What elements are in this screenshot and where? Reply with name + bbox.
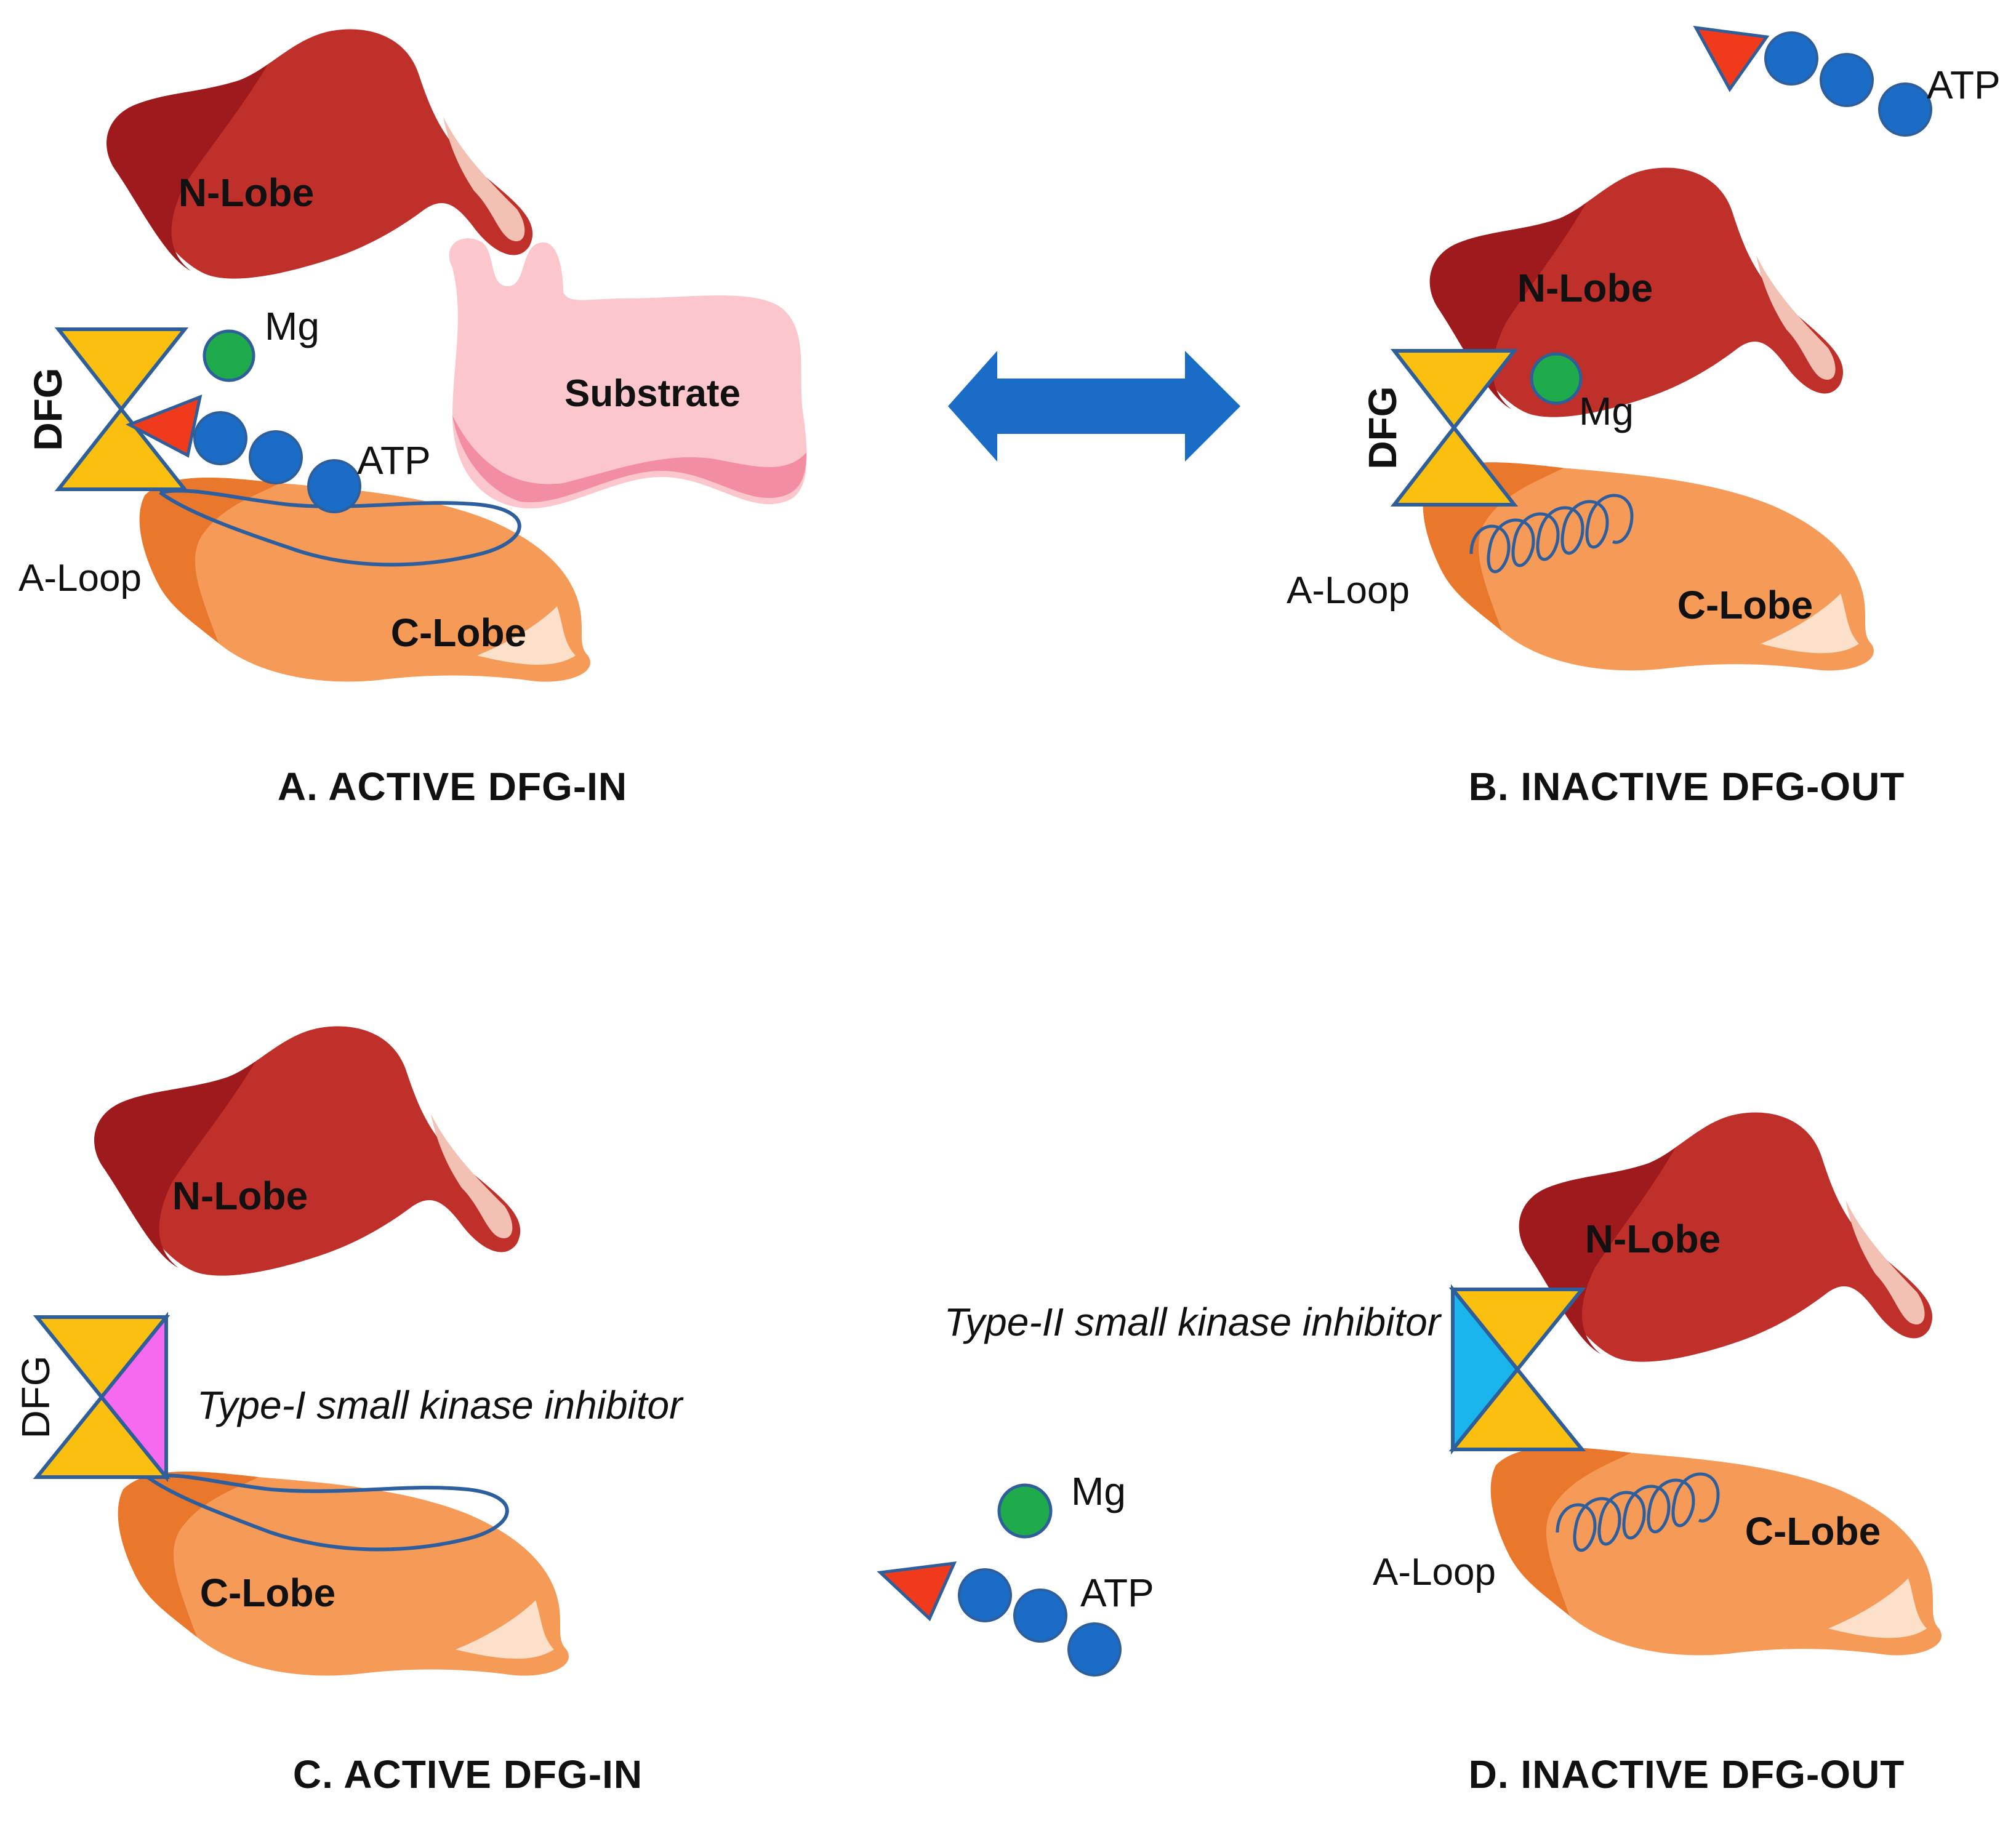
a-dfg-motif xyxy=(54,327,189,491)
d-a-loop-label: A-Loop xyxy=(1373,1551,1496,1593)
b-n-lobe-label: N-Lobe xyxy=(1517,266,1653,310)
panel-c: N-Lobe C-Lobe DFG Type-I small kinase in… xyxy=(14,1026,1154,1797)
d-c-lobe-label: C-Lobe xyxy=(1745,1509,1881,1553)
a-atp-label: ATP xyxy=(357,438,431,483)
a-caption: A. ACTIVE DFG-IN xyxy=(278,764,627,809)
c-c-lobe-label: C-Lobe xyxy=(200,1571,335,1615)
c-mg-label: Mg xyxy=(1071,1469,1126,1513)
d-n-lobe-label: N-Lobe xyxy=(1585,1217,1721,1261)
equilibrium-arrow xyxy=(948,351,1240,462)
c-atp-molecule xyxy=(877,1561,1122,1677)
a-a-loop-label: A-Loop xyxy=(18,557,142,599)
b-atp-label: ATP xyxy=(1927,63,2001,107)
c-inhibitor-label: Type-I small kinase inhibitor xyxy=(197,1383,684,1427)
a-substrate-label: Substrate xyxy=(564,372,741,415)
b-dfg-motif xyxy=(1390,349,1519,507)
d-a-loop-helix xyxy=(1556,1472,1720,1552)
d-n-lobe xyxy=(1519,1112,1933,1362)
c-n-lobe-label: N-Lobe xyxy=(172,1174,308,1218)
b-mg-label: Mg xyxy=(1579,389,1634,433)
c-atp-label: ATP xyxy=(1080,1571,1154,1615)
b-caption: B. INACTIVE DFG-OUT xyxy=(1469,764,1905,809)
b-a-loop-label: A-Loop xyxy=(1287,569,1410,612)
a-mg-ion xyxy=(203,329,255,382)
c-caption: C. ACTIVE DFG-IN xyxy=(293,1752,643,1797)
a-c-lobe-label: C-Lobe xyxy=(391,611,526,655)
b-mg-ion xyxy=(1530,352,1583,405)
b-atp-molecule xyxy=(1693,25,1932,137)
a-a-loop xyxy=(159,489,521,567)
d-caption: D. INACTIVE DFG-OUT xyxy=(1469,1752,1905,1797)
a-mg-label: Mg xyxy=(265,304,319,348)
d-type2-inhibitor xyxy=(1451,1284,1520,1455)
b-a-loop-helix xyxy=(1469,494,1634,574)
a-atp-molecule xyxy=(125,394,361,513)
b-c-lobe-label: C-Lobe xyxy=(1677,583,1813,627)
c-dfg-label: DFG xyxy=(14,1355,58,1438)
c-mg-ion xyxy=(997,1483,1053,1539)
c-n-lobe xyxy=(94,1026,521,1276)
panel-a: N-Lobe C-Lobe A-Loop Substrate DFG Mg AT… xyxy=(18,29,807,809)
a-dfg-label: DFG xyxy=(26,367,70,451)
panel-b: ATP N-Lobe C-Lobe A-Loop DFG Mg B. INACT… xyxy=(1287,25,2001,809)
c-a-loop xyxy=(147,1473,509,1552)
panel-d: N-Lobe C-Lobe A-Loop Type-II small kinas… xyxy=(944,1112,1942,1797)
d-inhibitor-label: Type-II small kinase inhibitor xyxy=(944,1300,1442,1344)
a-n-lobe-label: N-Lobe xyxy=(179,170,314,215)
b-dfg-label: DFG xyxy=(1360,386,1405,469)
c-type1-inhibitor xyxy=(99,1312,168,1483)
